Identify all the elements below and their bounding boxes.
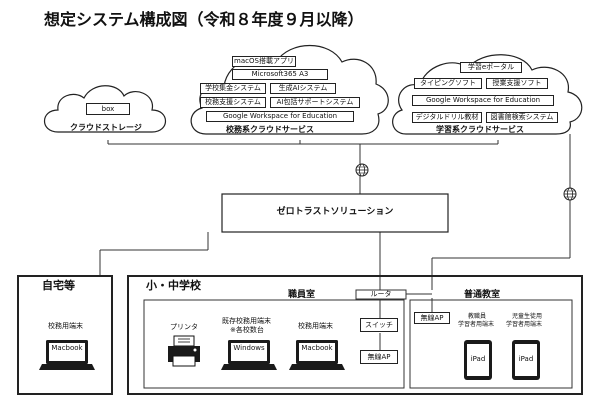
ipad-teacher-name: iPad bbox=[470, 355, 486, 363]
windows-device-name: Windows bbox=[233, 344, 265, 352]
mac-device-label: 校務用端末 bbox=[298, 322, 333, 330]
school-frame bbox=[127, 275, 583, 395]
ipad-icon-teacher bbox=[464, 340, 492, 380]
mac-device-name: Macbook bbox=[301, 344, 333, 352]
zero-trust-box bbox=[221, 193, 449, 233]
globe-icon bbox=[563, 187, 577, 201]
laptop-icon-mac bbox=[289, 340, 345, 370]
cloud-storage-label: クラウドストレージ bbox=[70, 123, 142, 132]
cloud-item-school-fee-system: 学校集金システム bbox=[200, 83, 266, 94]
cloud-item-generative-ai: 生成AIシステム bbox=[270, 83, 336, 94]
cloud-storage-item-box: box bbox=[86, 103, 130, 115]
switch-box: スイッチ bbox=[360, 318, 398, 332]
cloud-item-macos-apps: macOS搭載アプリ bbox=[232, 56, 296, 67]
cloud-item-typing-software: タイピングソフト bbox=[414, 78, 482, 89]
cloud-learning-label: 学習系クラウドサービス bbox=[436, 125, 524, 134]
existing-device-note: ※各校数台 bbox=[230, 326, 264, 334]
ipad-icon-student bbox=[512, 340, 540, 380]
student-device-label-2: 学習者用端末 bbox=[506, 321, 543, 328]
cloud-item-ai-support: AI包括サポートシステム bbox=[270, 97, 360, 108]
ipad-student-name: iPad bbox=[518, 355, 534, 363]
cloud-item-school-affairs-support: 校務支援システム bbox=[200, 97, 266, 108]
student-device-label: 児童生徒用 bbox=[512, 313, 543, 320]
zero-trust-label: ゼロトラストソリューション bbox=[276, 207, 394, 217]
teacher-device-label-2: 学習者用端末 bbox=[458, 321, 495, 328]
classroom-wireless-ap: 無線AP bbox=[414, 312, 450, 324]
printer-label: プリンタ bbox=[170, 323, 198, 331]
home-frame bbox=[17, 275, 113, 395]
staff-room-frame bbox=[143, 299, 405, 389]
classroom-frame bbox=[409, 299, 573, 389]
router-box bbox=[355, 289, 407, 300]
cloud-item-library-search: 図書館検索システム bbox=[486, 112, 558, 123]
cloud-item-digital-drill: デジタルドリル教材 bbox=[412, 112, 482, 123]
page-title: 想定システム構成図（令和８年度９月以降） bbox=[44, 10, 364, 29]
staff-room-title: 職員室 bbox=[288, 290, 316, 300]
cloud-item-microsoft365: Microsoft365 A3 bbox=[232, 69, 328, 80]
laptop-icon-home bbox=[39, 340, 95, 370]
staff-wireless-ap: 無線AP bbox=[360, 350, 398, 364]
home-device-label: 校務用端末 bbox=[48, 322, 83, 330]
cloud-item-learning-portal: 学習eポータル bbox=[460, 62, 522, 73]
router-label: ルータ bbox=[370, 290, 392, 298]
cloud-item-google-workspace-learning: Google Workspace for Education bbox=[412, 95, 554, 106]
printer-icon bbox=[168, 335, 200, 367]
home-title: 自宅等 bbox=[42, 279, 75, 292]
teacher-device-label: 教職員 bbox=[468, 313, 487, 320]
school-title: 小・中学校 bbox=[146, 279, 201, 292]
cloud-item-google-workspace: Google Workspace for Education bbox=[206, 111, 354, 122]
existing-device-label: 既存校務用端末 bbox=[222, 317, 271, 325]
home-device-name: Macbook bbox=[51, 344, 83, 352]
cloud-item-class-support: 授業支援ソフト bbox=[486, 78, 548, 89]
cloud-school-affairs-label: 校務系クラウドサービス bbox=[226, 125, 314, 134]
laptop-icon-windows bbox=[221, 340, 277, 370]
globe-icon bbox=[355, 163, 369, 177]
classroom-title: 普通教室 bbox=[464, 290, 501, 300]
